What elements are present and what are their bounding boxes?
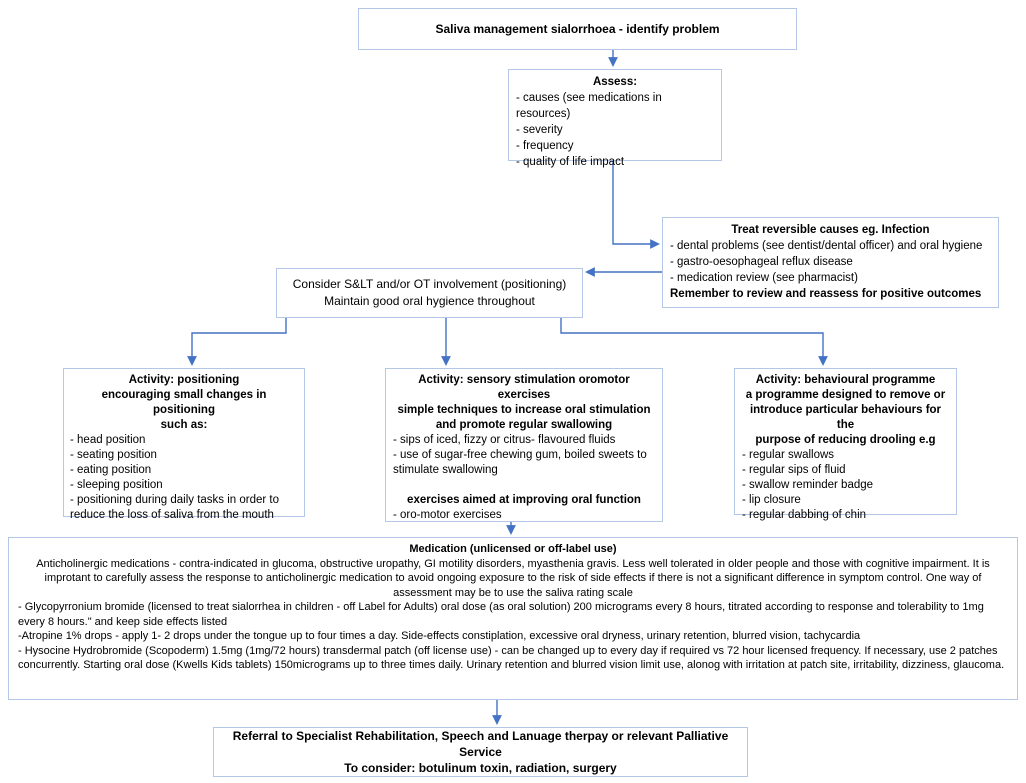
assess-item: - quality of life impact (516, 156, 625, 168)
activity-sensory-subtitle: exercises aimed at improving oral functi… (407, 494, 641, 506)
assess-item: - causes (see medications in resources) (516, 92, 662, 120)
arrow-assess-to-treat (612, 161, 660, 249)
activity-behavioural-item: - lip closure (742, 494, 801, 506)
treat-item: - gastro-oesophageal reflux disease (670, 256, 853, 268)
activity-positioning-title: encouraging small changes in positioning (101, 389, 267, 416)
identify-problem-title: Saliva management sialorrhoea - identify… (435, 21, 720, 36)
activity-behavioural-box: Activity: behavioural programme a progra… (734, 368, 957, 521)
assess-item: - severity (516, 124, 563, 136)
treat-item: - medication review (see pharmacist) (670, 272, 858, 284)
medication-box: Medication (unlicensed or off-label use)… (8, 537, 1018, 700)
identify-problem-box: Saliva management sialorrhoea - identify… (358, 8, 797, 50)
activity-positioning-box: Activity: positioning encouraging small … (63, 368, 305, 521)
assess-item: - frequency (516, 140, 574, 152)
treat-item: - dental problems (see dentist/dental of… (670, 240, 983, 252)
activity-positioning-title: such as: (160, 419, 208, 431)
medication-bullet: - Glycopyrronium bromide (licensed to tr… (18, 601, 984, 628)
blank-line (393, 478, 655, 493)
medication-title: Medication (unlicensed or off-label use) (409, 543, 617, 555)
activity-sensory-item: - sips of iced, fizzy or citrus- flavour… (393, 434, 616, 446)
referral-box: Referral to Specialist Rehabilitation, S… (213, 727, 748, 777)
activity-sensory-item: - oro-motor exercises (393, 509, 502, 521)
activity-behavioural-item: - regular sips of fluid (742, 464, 846, 476)
activity-sensory-title: simple techniques to increase oral stimu… (397, 404, 651, 416)
activity-behavioural-item: - swallow reminder badge (742, 479, 874, 491)
activity-positioning-item: - sleeping position (70, 479, 163, 491)
assess-box: Assess: - causes (see medications in res… (508, 69, 722, 168)
activity-positioning-item: - seating position (70, 449, 157, 461)
activity-sensory-box: Activity: sensory stimulation oromotor e… (385, 368, 663, 522)
activity-sensory-item: - use of sugar-free chewing gum, boiled … (393, 449, 647, 476)
arrow-consider-to-positioning (187, 318, 287, 366)
consider-slt-ot-box: Consider S&LT and/or OT involvement (pos… (276, 268, 583, 318)
activity-behavioural-title: a programme designed to remove or (745, 389, 946, 401)
medication-bullet: - Hysocine Hydrobromide (Scopoderm) 1.5m… (18, 644, 1005, 672)
activity-positioning-title: Activity: positioning (128, 374, 240, 386)
treat-footer: Remember to review and reassess for posi… (670, 288, 982, 300)
medication-bullet: -Atropine 1% drops - apply 1- 2 drops un… (18, 630, 861, 642)
activity-sensory-title: and promote regular swallowing (435, 419, 613, 431)
treat-title: Treat reversible causes eg. Infection (731, 224, 930, 236)
referral-line: To consider: botulinum toxin, radiation,… (344, 761, 617, 775)
activity-behavioural-title: introduce particular behaviours for the (749, 404, 942, 431)
treat-reversible-causes-box: Treat reversible causes eg. Infection - … (662, 217, 999, 308)
activity-behavioural-item: - regular swallows (742, 449, 835, 461)
activity-behavioural-title: Activity: behavioural programme (755, 374, 936, 386)
arrow-consider-to-behavioural (560, 318, 828, 366)
activity-positioning-item: - eating position (70, 464, 152, 476)
activity-behavioural-title: purpose of reducing drooling e.g (755, 434, 936, 446)
activity-positioning-item: - head position (70, 434, 146, 446)
assess-title: Assess: (592, 76, 638, 88)
activity-sensory-title: Activity: sensory stimulation oromotor e… (418, 374, 630, 401)
activity-behavioural-item: - regular dabbing of chin (742, 509, 867, 521)
medication-paragraph: Anticholinergic medications - contra-ind… (36, 557, 990, 599)
consider-line: Consider S&LT and/or OT involvement (pos… (292, 277, 567, 291)
referral-line: Referral to Specialist Rehabilitation, S… (232, 729, 729, 759)
consider-line: Maintain good oral hygience throughout (324, 294, 535, 308)
activity-positioning-item: - positioning during daily tasks in orde… (70, 494, 280, 521)
